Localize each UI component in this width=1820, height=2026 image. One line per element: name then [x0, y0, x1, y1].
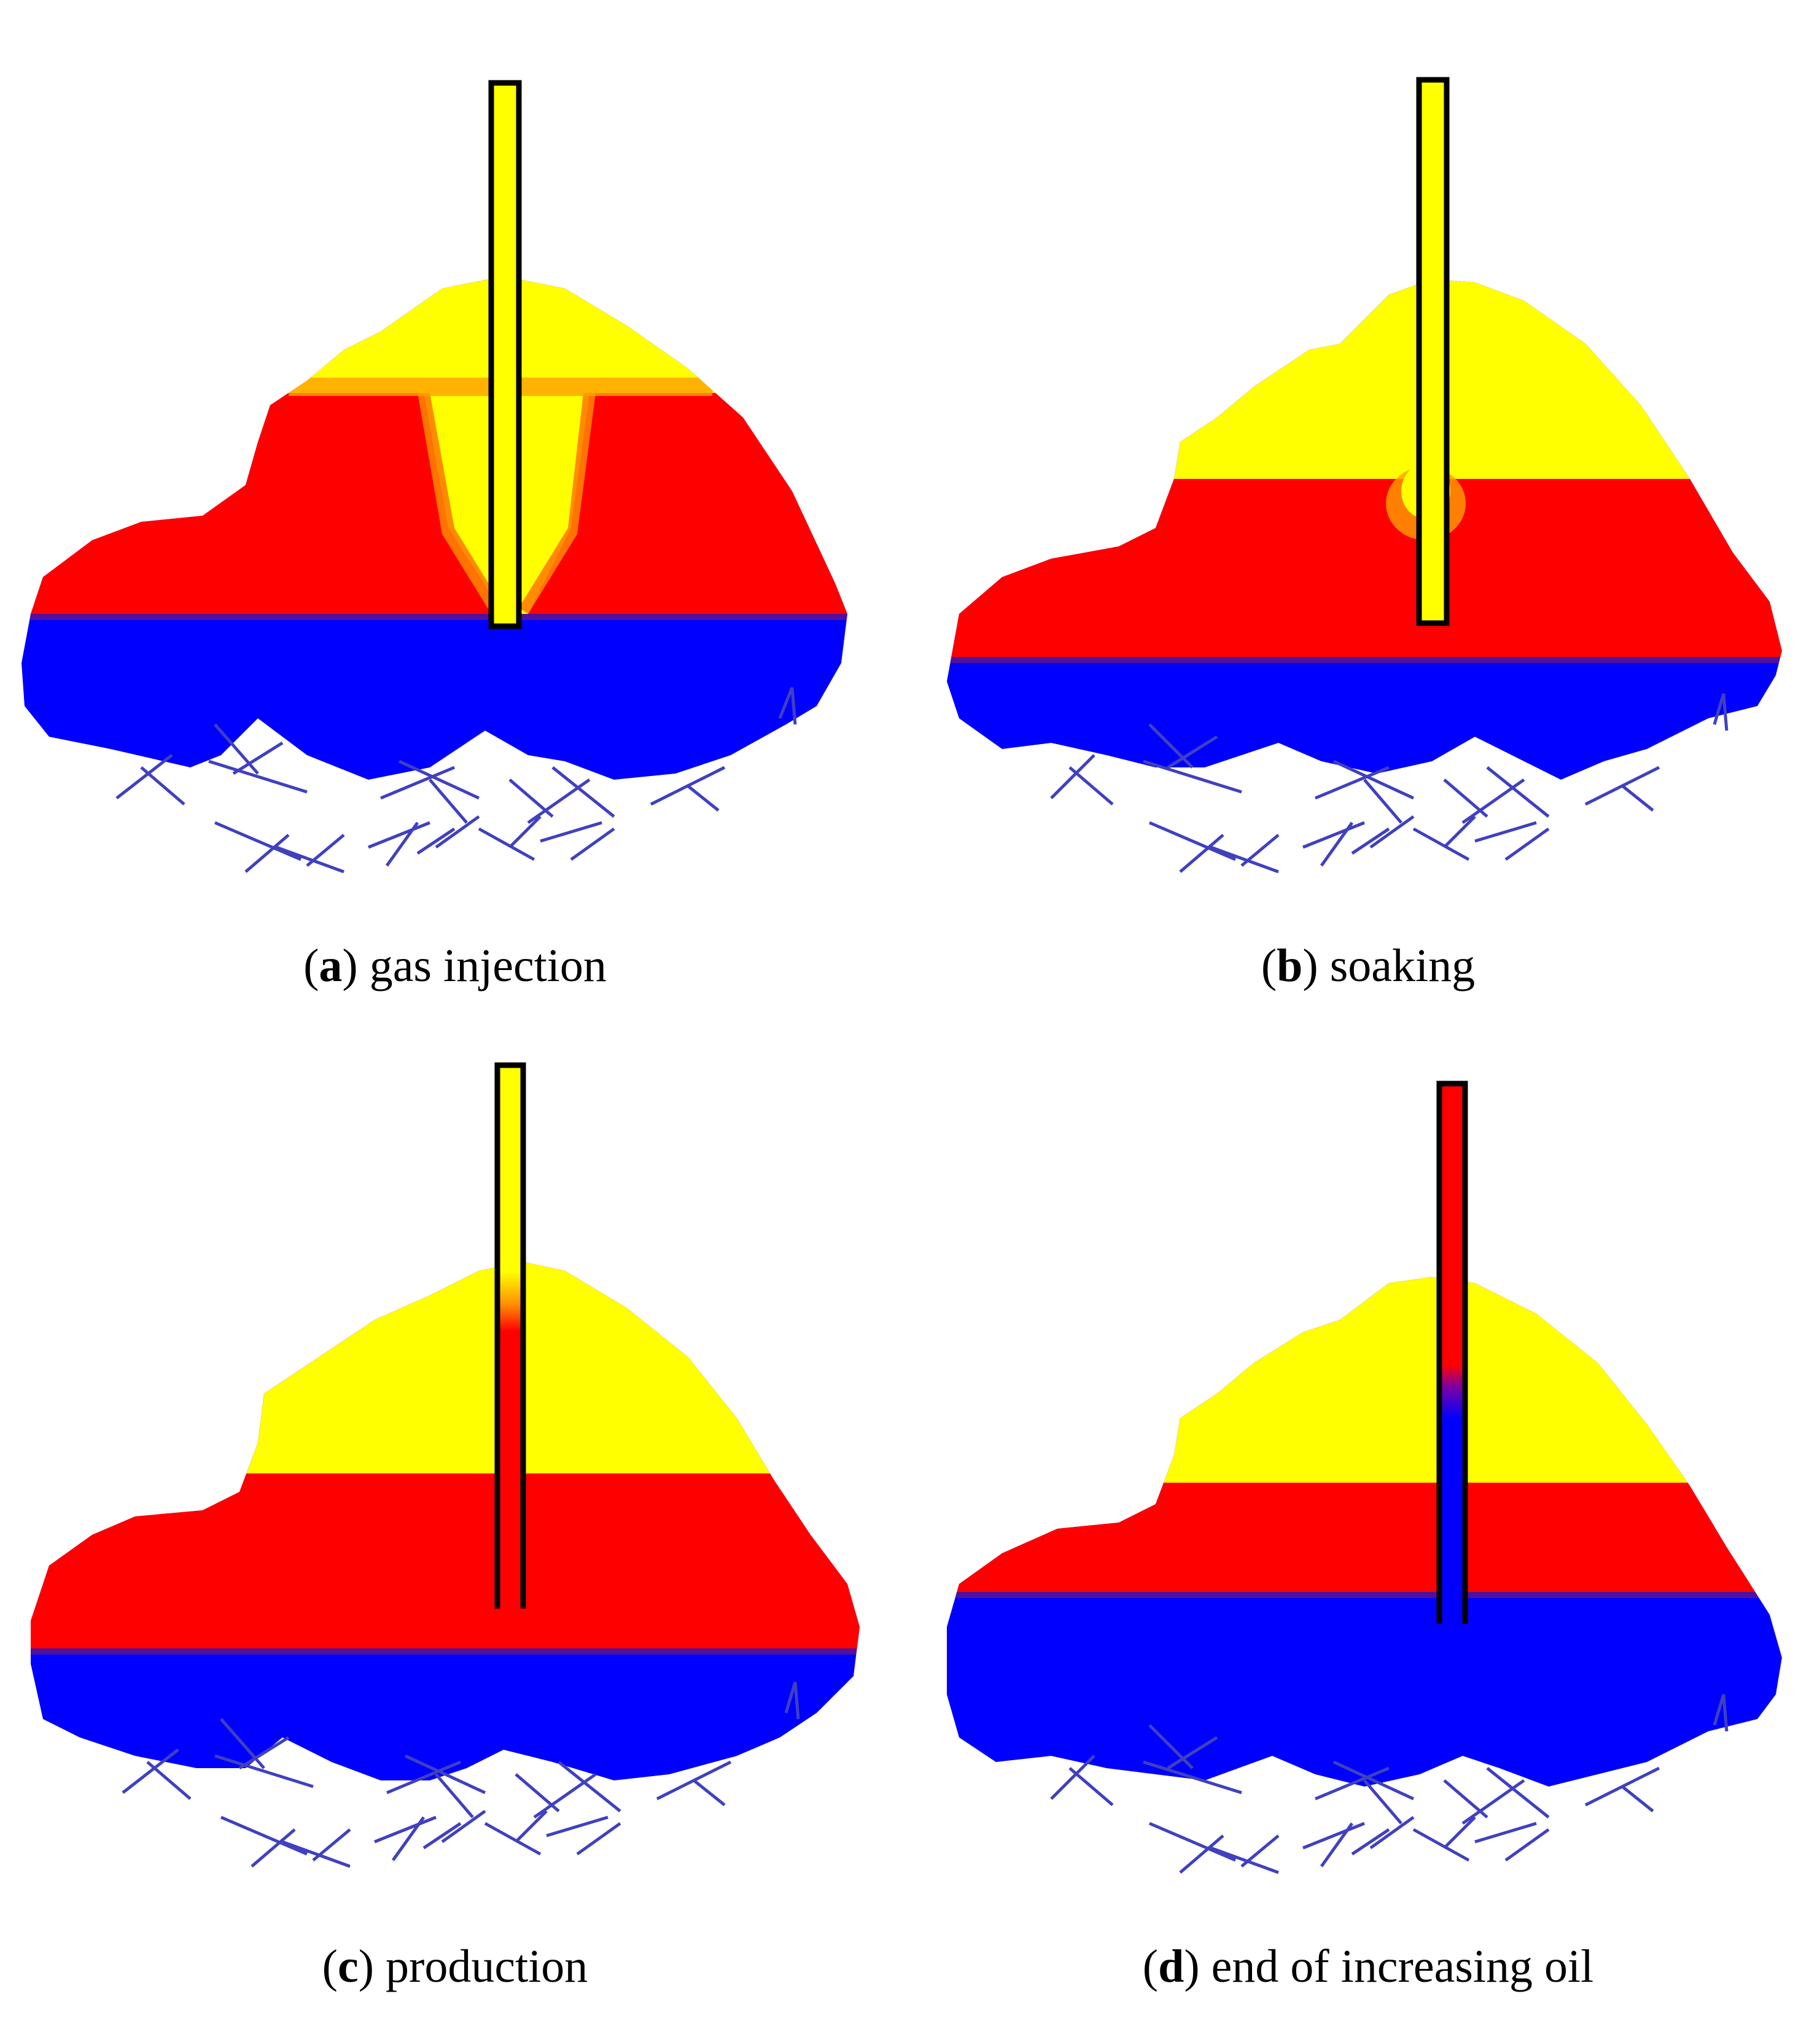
panel-a: (a) gas injection [0, 0, 910, 1013]
caption-a-text: gas injection [369, 940, 607, 992]
panel-d-diagram [947, 1081, 1782, 1874]
caption-d: (d) end of increasing oil [1142, 1941, 1594, 1992]
fracture-lines [115, 687, 797, 874]
caption-c-text: production [386, 1941, 588, 1992]
caption-d-text: end of increasing oil [1211, 1941, 1594, 1992]
caption-a: (a) gas injection [303, 940, 607, 992]
caption-a-letter: a [319, 940, 343, 992]
caption-d-letter: d [1158, 1941, 1184, 1992]
caption-b-letter: b [1277, 940, 1303, 992]
fracture-lines [1050, 1694, 1729, 1874]
caption-b-text: soaking [1329, 940, 1476, 992]
panel-b: (b) soaking [910, 0, 1820, 1013]
panel-b-diagram [947, 77, 1782, 874]
caption-b: (b) soaking [1261, 940, 1476, 992]
caption-c-letter: c [337, 1941, 359, 1992]
fracture-lines [1050, 693, 1729, 874]
panel-d: (d) end of increasing oil [910, 1013, 1820, 2026]
caption-c: (c) production [322, 1941, 588, 1992]
panel-a-diagram [21, 80, 847, 874]
panel-c: (c) production [0, 1013, 910, 2026]
panel-c-diagram [31, 1062, 860, 1868]
fracture-lines [122, 1682, 800, 1868]
